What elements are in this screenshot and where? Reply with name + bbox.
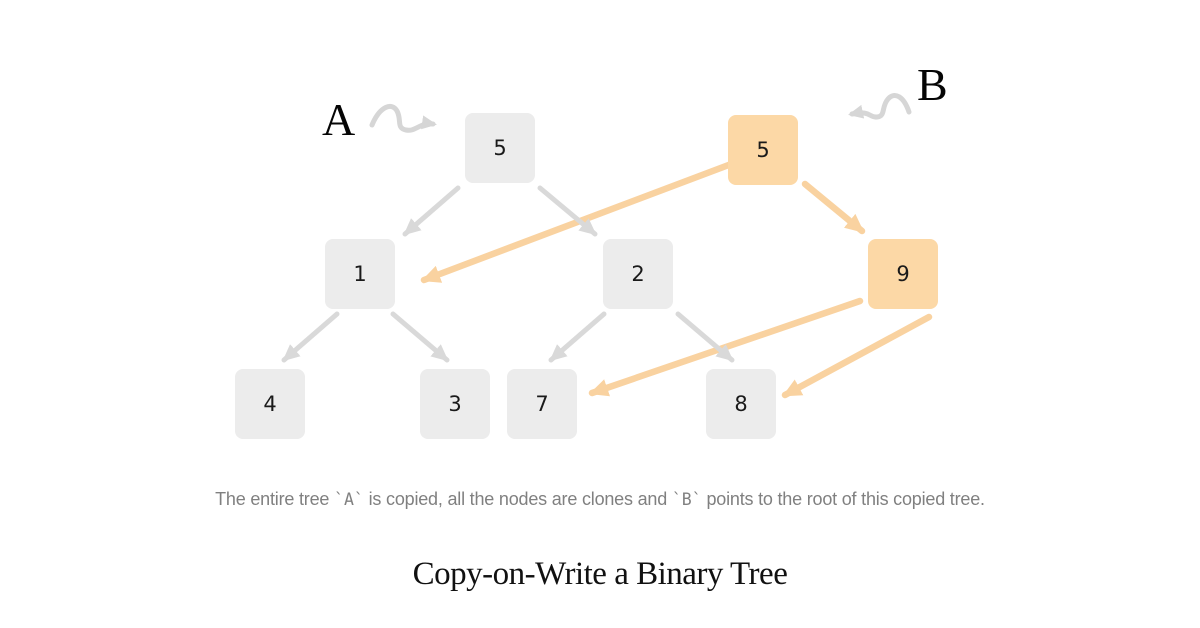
caption-code-b: `B` <box>671 490 702 509</box>
edge-tree-b-root-node-to-tree-b-node-9 <box>801 180 866 235</box>
edge-tree-b-root-node-to-tree-a-node-1 <box>420 148 767 284</box>
diagram-title: Copy-on-Write a Binary Tree <box>412 556 788 592</box>
pointer-b-squiggle-arrow <box>848 93 912 120</box>
caption-text-2: is copied, all the nodes are clones and <box>363 489 672 509</box>
edge-group <box>281 148 933 399</box>
caption: The entire tree `A` is copied, all the n… <box>0 489 1200 510</box>
edge-tree-a-root-node-to-tree-a-node-2 <box>537 185 598 237</box>
caption-text-1: The entire tree <box>215 489 335 509</box>
tree-a-label: A <box>322 94 356 145</box>
caption-code-a: `A` <box>334 490 364 509</box>
edge-tree-b-node-9-to-tree-a-node-8 <box>781 313 933 399</box>
edge-tree-a-node-2-to-tree-a-node-8 <box>675 311 735 363</box>
tree-b-label: B <box>917 59 948 110</box>
caption-text-3: points to the root of this copied tree. <box>701 489 985 509</box>
edge-tree-a-node-1-to-tree-a-node-4 <box>281 311 340 363</box>
pointer-group <box>369 93 912 133</box>
pointer-a-squiggle-arrow <box>369 103 437 133</box>
edge-tree-a-root-node-to-tree-a-node-1 <box>402 185 461 237</box>
edge-tree-a-node-1-to-tree-a-node-3 <box>390 311 450 363</box>
edge-tree-a-node-2-to-tree-a-node-7 <box>548 311 607 363</box>
